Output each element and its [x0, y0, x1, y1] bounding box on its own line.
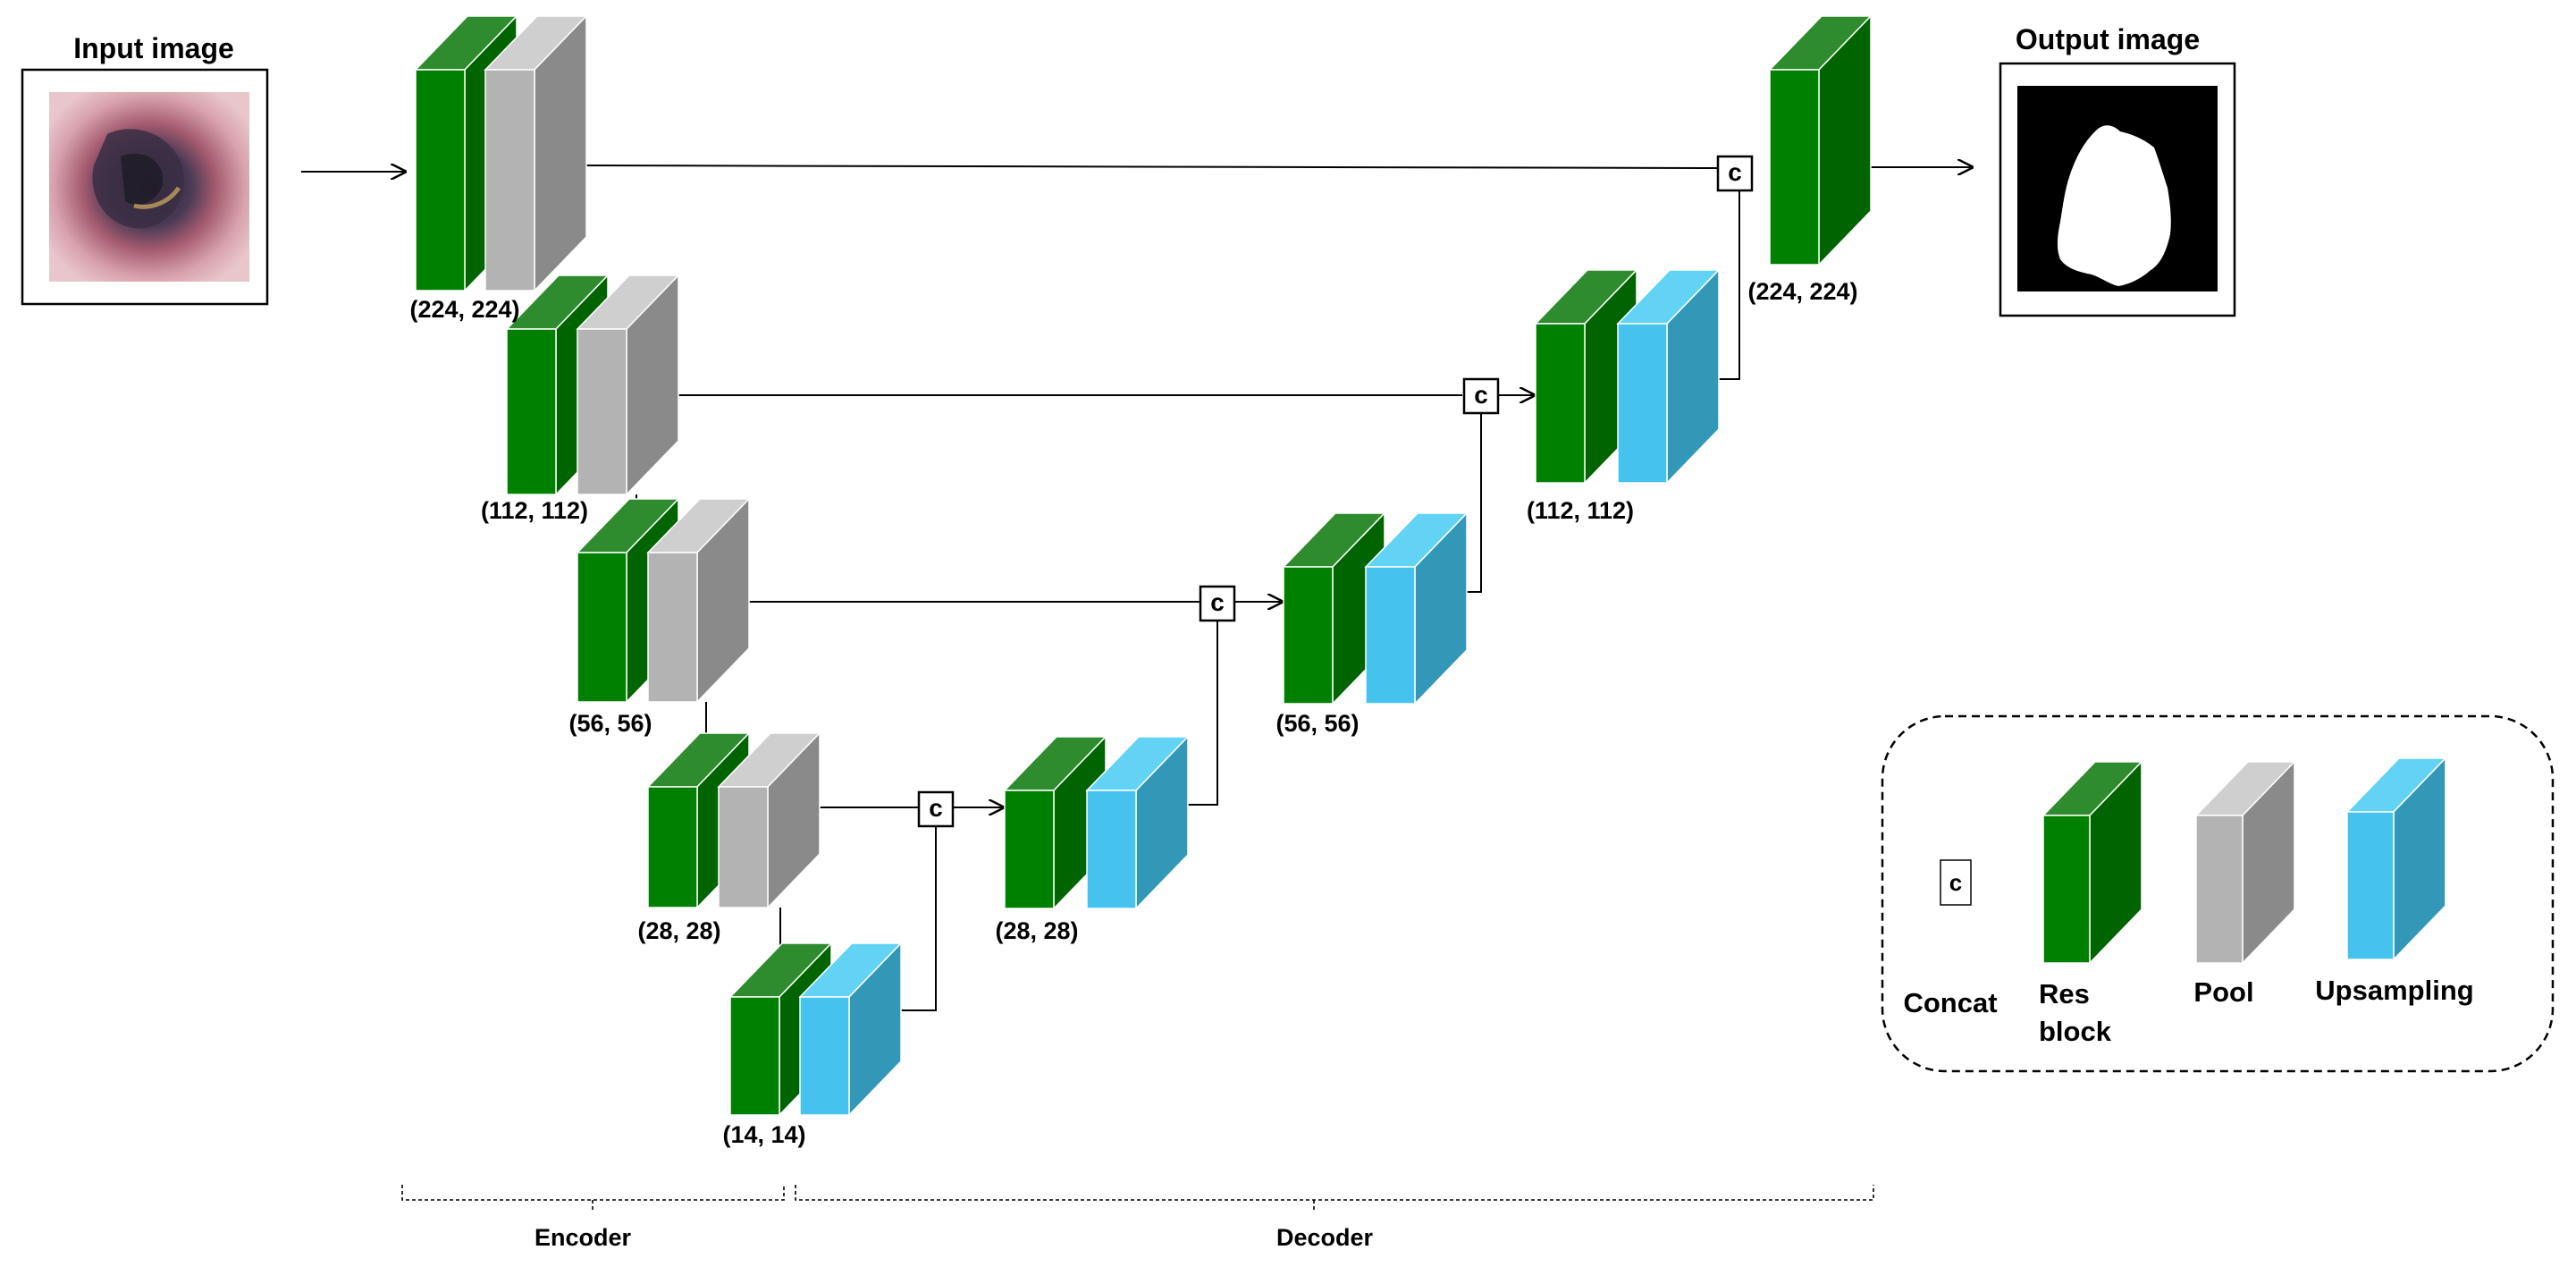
encoder-size-label: (14, 14)	[722, 1121, 805, 1148]
encoder-size-label: (28, 28)	[637, 917, 720, 944]
encoder-size-label: (224, 224)	[409, 296, 519, 323]
concat-node-28: c	[917, 790, 955, 828]
bottleneck-upsampling-block-14	[798, 942, 903, 1117]
decoder-size-label: (112, 112)	[1527, 497, 1634, 524]
legend-blocks	[2041, 756, 2447, 965]
encoder-pool-block-28	[717, 731, 821, 909]
concat-node-112: c	[1462, 377, 1500, 415]
legend-pool-label: Pool	[2193, 976, 2253, 1008]
decoder-size-label: (56, 56)	[1275, 710, 1359, 737]
input-image-label: Input image	[73, 32, 234, 64]
legend-upsampling-block-swatch	[2345, 756, 2447, 961]
decoder-upsampling-block-28	[1085, 735, 1190, 910]
output-image-panel: Output image	[1999, 23, 2236, 317]
decoder-size-label: (28, 28)	[995, 917, 1078, 944]
mask-region	[2057, 125, 2171, 286]
concat-node-224: c	[1716, 155, 1754, 192]
section-braces	[401, 1185, 1874, 1212]
legend-concat-label: Concat	[1903, 987, 1997, 1018]
wound-photo	[49, 92, 249, 282]
decoder-upsampling-block-56	[1364, 511, 1469, 705]
encoder-size-label: (56, 56)	[568, 710, 652, 737]
decoder-res-block-224	[1768, 14, 1873, 266]
legend-concat-symbol-label: c	[1949, 869, 1962, 896]
encoder-pool-block-112	[576, 274, 680, 496]
concat-nodes: c c c c	[917, 155, 1754, 828]
encoder-pool-block-56	[646, 497, 751, 704]
decoder-section-label: Decoder	[1276, 1224, 1374, 1251]
legend: c Concat Res block Pool Upsampling	[1881, 714, 2555, 1073]
concat-node-label: c	[929, 794, 943, 822]
legend-upsampling-label: Upsampling	[2315, 975, 2473, 1006]
legend-res-block-label-line2: block	[2039, 1016, 2112, 1047]
legend-concat-symbol: c	[1940, 859, 1972, 906]
legend-pool-block-swatch	[2194, 760, 2296, 965]
encoder-size-label: (112, 112)	[481, 497, 588, 524]
output-image-label: Output image	[2016, 23, 2200, 55]
concat-node-label: c	[1210, 588, 1225, 616]
encoder-pool-block-224	[484, 14, 588, 292]
concat-node-56: c	[1199, 585, 1236, 622]
layer-blocks	[414, 14, 1873, 1117]
concat-node-label: c	[1474, 381, 1488, 409]
input-image-panel: Input image	[21, 32, 269, 306]
legend-res-block-swatch	[2041, 760, 2143, 965]
legend-res-block-label-line1: Res	[2039, 978, 2090, 1009]
size-labels: (224, 224) (112, 112) (56, 56) (28, 28) …	[409, 278, 1857, 1148]
decoder-upsampling-block-112	[1616, 268, 1721, 485]
decoder-size-label: (224, 224)	[1747, 278, 1857, 305]
concat-node-label: c	[1728, 158, 1742, 186]
encoder-section-label: Encoder	[535, 1224, 632, 1251]
